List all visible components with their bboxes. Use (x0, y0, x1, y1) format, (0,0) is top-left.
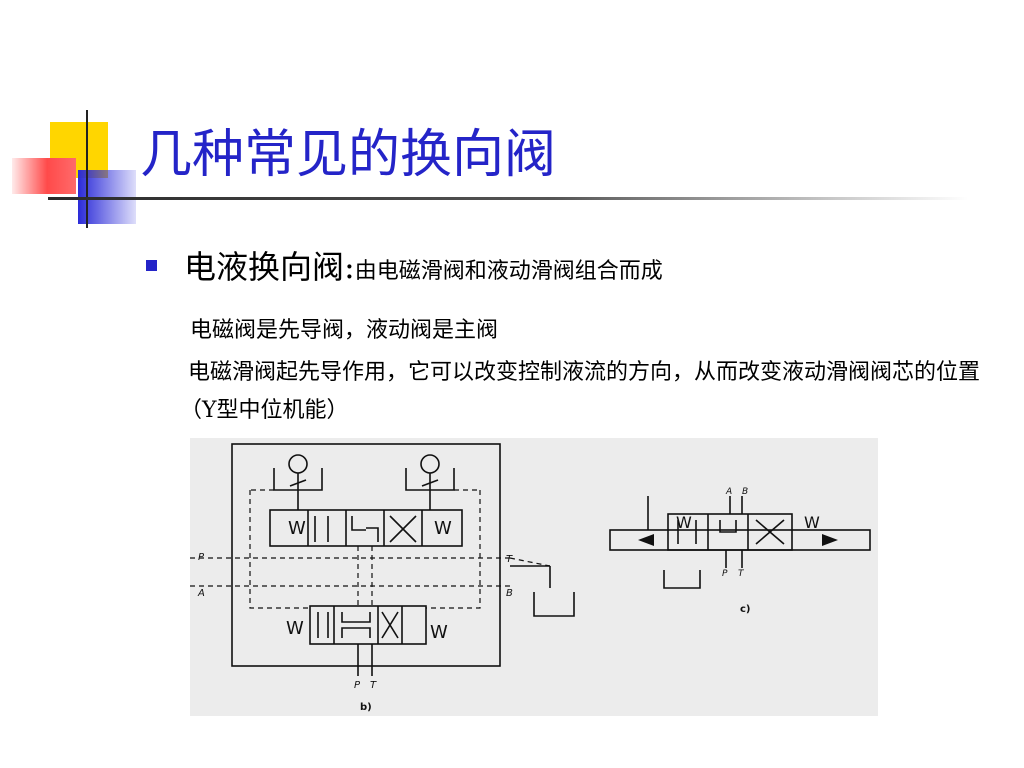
bullet-heading-sub: 由电磁滑阀和液动滑阀组合而成 (354, 259, 663, 284)
spring-left-main: W (286, 618, 304, 639)
decor-vertical-line (86, 110, 88, 228)
decor-bar-red (12, 158, 76, 194)
port-P-bottom-c: P (722, 569, 728, 579)
title-underline (48, 197, 968, 200)
spring-left-pilot: W (288, 518, 306, 539)
port-B-label: B (506, 588, 513, 599)
spring-right-main: W (430, 622, 448, 643)
slide-title: 几种常见的换向阀 (140, 125, 557, 185)
valve-diagram: W W W W W W P A T B P T A B P T b) c) (190, 438, 878, 716)
spring-right-pilot: W (434, 518, 452, 539)
port-A-label: A (197, 588, 205, 599)
port-T-bottom-b: T (370, 680, 377, 691)
label-b: b) (360, 702, 372, 713)
port-T-label: T (506, 554, 513, 565)
port-P-label: P (198, 552, 205, 563)
label-c: c) (740, 604, 751, 615)
bullet-heading: 电液换向阀: (184, 248, 355, 286)
port-P-bottom-b: P (354, 680, 361, 691)
description-paragraph: 电磁滑阀起先导作用，它可以改变控制液流的方向，从而改变液动滑阀阀芯的位置（Y型中… (180, 360, 981, 423)
pilot-main-valve-text: 电磁阀是先导阀，液动阀是主阀 (190, 318, 499, 343)
port-A-top-c: A (725, 487, 732, 497)
bullet-marker (146, 260, 157, 271)
bullet-text: 电液换向阀:由电磁滑阀和液动滑阀组合而成 (184, 242, 663, 288)
port-T-bottom-c: T (738, 569, 745, 579)
spring-right-c: W (804, 513, 820, 532)
spring-left-c: W (676, 513, 692, 532)
port-B-top-c: B (742, 487, 748, 497)
